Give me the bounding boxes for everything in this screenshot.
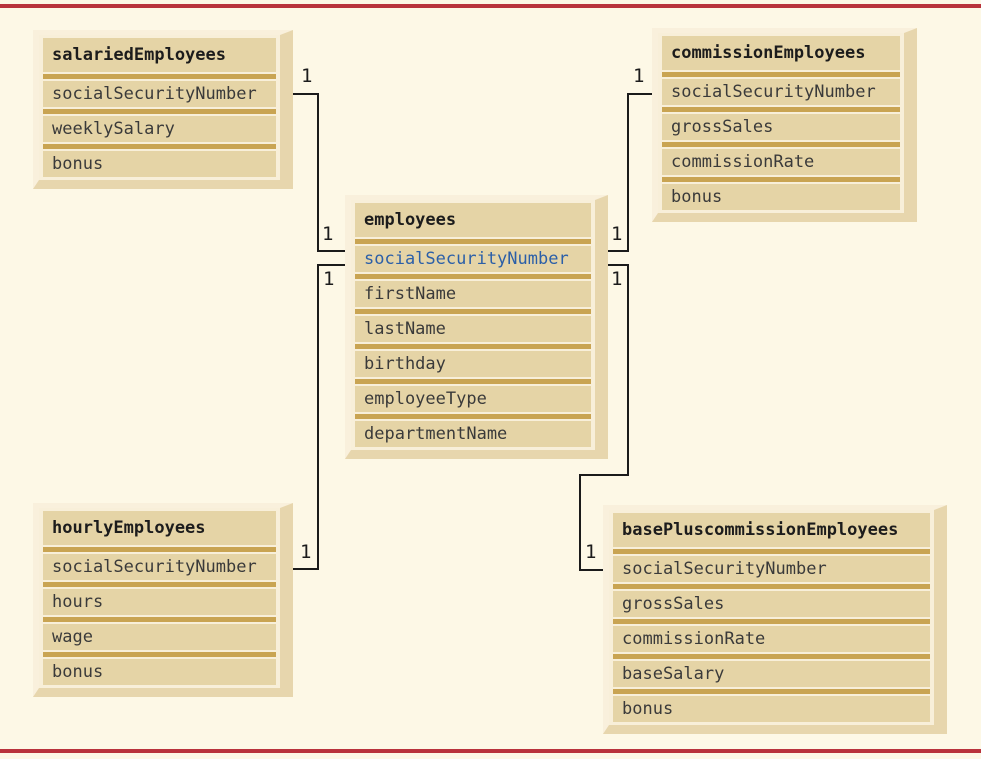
table-title: hourlyEmployees <box>43 511 276 545</box>
table-title: salariedEmployees <box>43 38 276 72</box>
row-separator <box>613 654 930 659</box>
row-separator <box>43 617 276 622</box>
table-field: baseSalary <box>613 661 930 687</box>
multiplicity-label-employees-mid-left: 1 <box>323 268 335 290</box>
multiplicity-label-employees-top-right: 1 <box>611 223 623 245</box>
row-separator <box>613 549 930 554</box>
row-separator <box>43 144 276 149</box>
row-separator <box>662 142 900 147</box>
row-separator <box>43 74 276 79</box>
table-field: weeklySalary <box>43 116 276 142</box>
multiplicity-label-salaried-end: 1 <box>301 65 313 87</box>
table-field: grossSales <box>613 591 930 617</box>
top-red-rule <box>0 4 981 8</box>
multiplicity-label-commission-end: 1 <box>633 65 645 87</box>
row-separator <box>355 379 591 384</box>
table-field: bonus <box>43 659 276 685</box>
row-separator <box>613 584 930 589</box>
table-field: socialSecurityNumber <box>613 556 930 582</box>
row-separator <box>355 274 591 279</box>
row-separator <box>662 177 900 182</box>
table-field: bonus <box>43 151 276 177</box>
table-field: socialSecurityNumber <box>43 81 276 107</box>
table-title: commissionEmployees <box>662 36 900 70</box>
row-separator <box>355 414 591 419</box>
row-separator <box>43 547 276 552</box>
multiplicity-label-hourly-end: 1 <box>300 541 312 563</box>
table-title: employees <box>355 203 591 237</box>
table-field: commissionRate <box>662 149 900 175</box>
row-separator <box>43 582 276 587</box>
row-separator <box>662 107 900 112</box>
row-separator <box>355 239 591 244</box>
table-field-primary-key: socialSecurityNumber <box>355 246 591 272</box>
table-employees: employees socialSecurityNumber firstName… <box>345 195 608 459</box>
row-separator <box>355 309 591 314</box>
row-separator <box>613 619 930 624</box>
table-hourly-employees: hourlyEmployees socialSecurityNumber hou… <box>33 503 293 697</box>
row-separator <box>43 109 276 114</box>
table-field: lastName <box>355 316 591 342</box>
multiplicity-label-employees-top-left: 1 <box>322 223 334 245</box>
table-field: bonus <box>613 696 930 722</box>
table-salaried-employees: salariedEmployees socialSecurityNumber w… <box>33 30 293 189</box>
table-field: birthday <box>355 351 591 377</box>
table-field: employeeType <box>355 386 591 412</box>
table-commission-employees: commissionEmployees socialSecurityNumber… <box>652 28 917 222</box>
row-separator <box>613 689 930 694</box>
table-field: hours <box>43 589 276 615</box>
connector-hourly-to-employees <box>293 264 345 570</box>
multiplicity-label-baseplus-end: 1 <box>585 541 597 563</box>
table-field: wage <box>43 624 276 650</box>
table-field: socialSecurityNumber <box>662 79 900 105</box>
multiplicity-label-employees-mid-right: 1 <box>611 268 623 290</box>
connector-salaried-to-employees <box>293 93 345 252</box>
table-title: basePluscommissionEmployees <box>613 513 930 547</box>
table-field: grossSales <box>662 114 900 140</box>
table-field: commissionRate <box>613 626 930 652</box>
row-separator <box>43 652 276 657</box>
row-separator <box>662 72 900 77</box>
table-baseplus-commission-employees: basePluscommissionEmployees socialSecuri… <box>603 505 947 734</box>
table-field: socialSecurityNumber <box>43 554 276 580</box>
table-field: bonus <box>662 184 900 210</box>
bottom-red-rule <box>0 749 981 753</box>
row-separator <box>355 344 591 349</box>
table-field: firstName <box>355 281 591 307</box>
table-field: departmentName <box>355 421 591 447</box>
